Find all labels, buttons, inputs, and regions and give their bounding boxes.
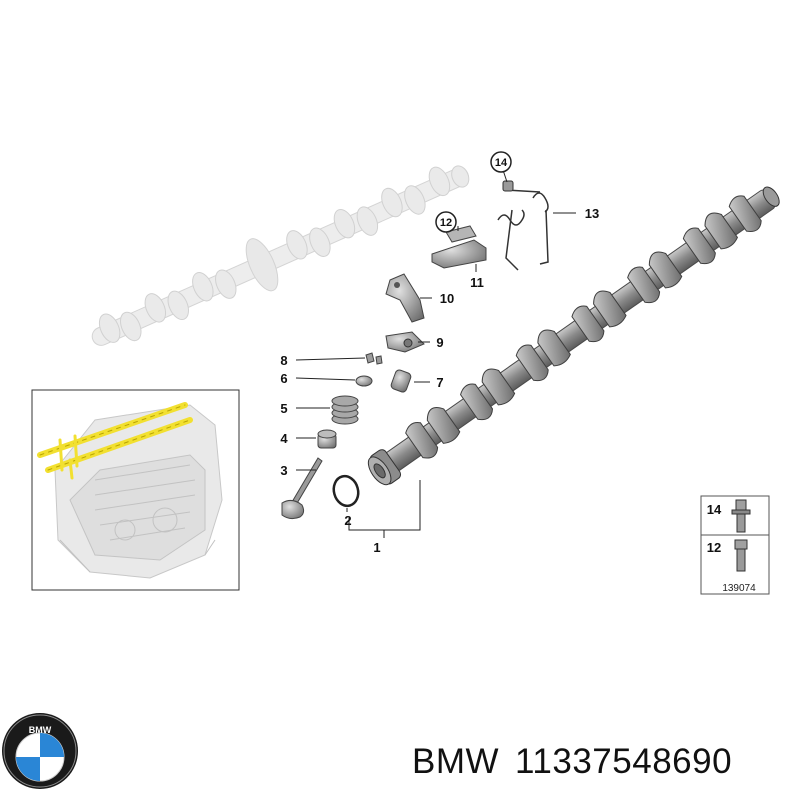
callout-12: 12 [440,217,452,229]
engine-block-icon [54,404,223,579]
callout-2: 2 [344,513,351,528]
svg-text:BMW: BMW [29,725,52,735]
callout-12-circle: 12 [435,211,457,233]
callout-4: 4 [280,431,288,446]
gate-block-icon [431,225,487,269]
camshaft-icon [367,186,780,486]
valve-stem-seal-icon [317,429,337,449]
part-title: BMW 11337548690 [412,742,732,782]
callout-3: 3 [280,463,287,478]
o-ring-icon [332,474,360,508]
valve-keeper-icon [365,352,383,365]
legend-label-14: 14 [707,502,722,517]
callout-7: 7 [436,375,443,390]
intermediate-lever-icon [385,273,425,323]
valve-spring-icon [331,395,359,425]
highlighted-camshafts-icon [37,402,193,480]
flange-bolt-icon [731,499,751,533]
leader-lines [295,169,576,538]
bolt-icon [502,180,514,192]
brand-name: BMW [412,742,500,781]
callout-9: 9 [436,335,443,350]
ghost-camshaft-icon [91,165,470,346]
bolt-icon [734,539,748,572]
hydraulic-lifter-icon [390,369,412,393]
spring-retainer-icon [355,375,373,387]
part-number: 11337548690 [515,742,733,781]
callout-11: 11 [470,275,484,290]
bmw-logo-icon: BMW [2,713,78,789]
fastener-legend: 14 12 139074 [700,495,770,595]
callout-6: 6 [280,371,287,386]
engine-inset [31,389,240,591]
callout-5: 5 [280,401,287,416]
callout-14: 14 [495,157,508,169]
valve-icon [281,457,323,520]
torsion-spring-icon [497,189,549,271]
callout-14-circle: 14 [490,151,512,173]
callout-13: 13 [585,206,599,221]
callout-1: 1 [373,540,380,555]
reference-code: 139074 [722,583,756,594]
rocker-arm-icon [385,331,425,353]
callout-8: 8 [280,353,287,368]
callout-10: 10 [440,291,454,306]
legend-label-12: 12 [707,540,721,555]
